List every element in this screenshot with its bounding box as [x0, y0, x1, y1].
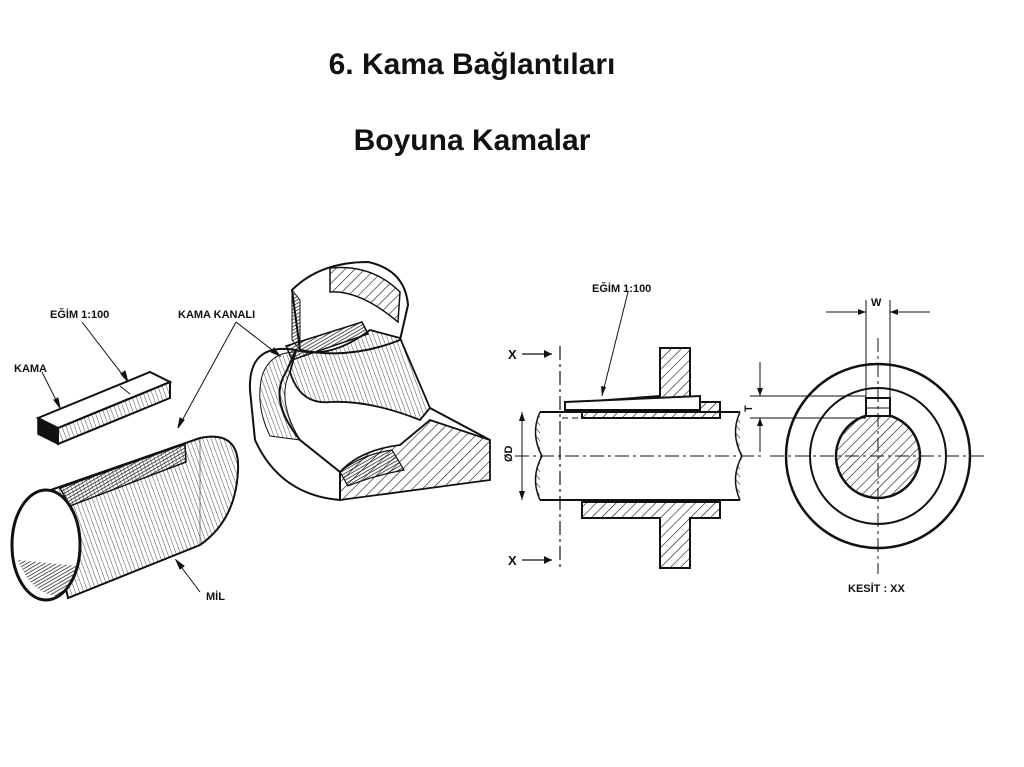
longitudinal-section [515, 291, 765, 570]
shaft-label: MİL [206, 590, 225, 603]
shaft-part [10, 435, 240, 602]
keyway-label: KAMA KANALI [178, 309, 255, 321]
section-label: KESİT : XX [848, 582, 906, 595]
section-marker-top: X [508, 347, 517, 362]
diameter-label: ØD [503, 445, 515, 462]
middle-slope-label: EĞİM 1:100 [592, 282, 651, 295]
left-slope-label: EĞİM 1:100 [50, 308, 109, 321]
slide-subtitle: Boyuna Kamalar [353, 124, 591, 157]
left-leaders [41, 321, 282, 593]
section-marker-bottom: X [508, 553, 517, 568]
hub-part [248, 260, 491, 502]
depth-label: T [743, 405, 755, 412]
key-label: KAMA [14, 363, 47, 375]
width-label: W [871, 297, 882, 309]
slide-title: 6. Kama Bağlantıları [328, 48, 616, 81]
cross-section-xx [750, 300, 986, 574]
key-part [35, 370, 173, 446]
